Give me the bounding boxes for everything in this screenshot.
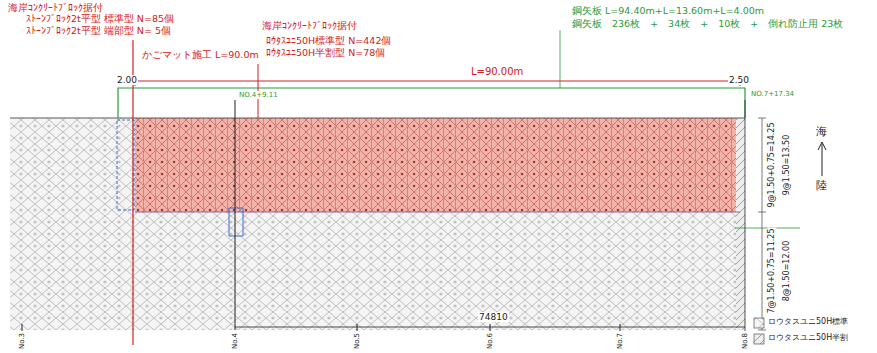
station-text: NO.7+17.34: [750, 90, 795, 98]
dimension-text: 9@1.50+0.75=14.25: [767, 121, 776, 208]
half-blocks: [736, 118, 745, 330]
dimension-text: L=90.00m: [470, 66, 524, 78]
dimension-text: 8@1.50=12.00: [782, 240, 791, 303]
legend-text: ロウタスユニ50H標準: [768, 317, 848, 326]
callout-note: かごマット施工 L=90.0m: [142, 50, 259, 61]
callout-note: ﾛｳﾀｽﾕﾆ50H半割型 N=78個: [266, 48, 385, 59]
callout-note: ｽﾄｰﾝﾌﾞﾛｯｸ2t平型 端部型 N= 5個: [26, 26, 171, 37]
dimension-line: [762, 118, 763, 330]
dimension-text: 9@1.50=13.50: [782, 134, 791, 197]
dimension-tick: [758, 330, 766, 331]
direction-label: 陸: [816, 180, 827, 193]
station-tick: [357, 324, 358, 331]
legend-text: ロウタスユニ50H半割: [768, 333, 848, 342]
station-tick: [620, 324, 621, 331]
dimension-tick: [758, 212, 766, 213]
station-tick: [22, 324, 23, 331]
legend-sample: [754, 318, 764, 328]
legend-sample: [754, 334, 764, 344]
dimension-text: 74810: [478, 312, 509, 322]
dimension-tick: [758, 118, 766, 119]
callout-title: 海岸ｺﾝｸﾘｰﾄﾌﾞﾛｯｸ据付: [8, 2, 103, 14]
dimension-text: 7@1.50+0.75=11.25: [767, 227, 776, 314]
block-field: [10, 118, 745, 330]
station-label: No.5: [353, 333, 361, 349]
arrow-head: [818, 142, 826, 150]
callout-note: 鋼矢板 L=94.40m+L=13.60m+L=4.00m: [572, 6, 764, 17]
callout-note: ﾛｳﾀｽﾕﾆ50H標準型 N=442個: [266, 36, 391, 47]
station-label: No.6: [486, 333, 494, 349]
station-text: NO.4+9.11: [238, 91, 279, 99]
station-label: No.4: [231, 333, 239, 349]
callout-title: 海岸ｺﾝｸﾘｰﾄﾌﾞﾛｯｸ据付: [262, 20, 357, 32]
sheet-pile-line: [118, 88, 745, 118]
dimension-line: [135, 81, 740, 82]
dimension-text: 2.00: [116, 75, 138, 85]
direction-arrow: [822, 144, 823, 176]
reference-line: [10, 118, 745, 119]
callout-note: ｽﾄｰﾝﾌﾞﾛｯｸ2t平型 標準型 N=85個: [26, 14, 174, 25]
station-label: No.7: [616, 333, 624, 349]
dimension-text: 2.50: [728, 75, 750, 85]
placed-blocks: [135, 118, 740, 212]
dimension-line: [235, 327, 745, 328]
station-tick: [490, 324, 491, 331]
direction-label: 海: [816, 126, 827, 139]
station-label: No.3: [18, 333, 26, 349]
callout-note: 鋼矢板 236枚 + 34枚 + 10枚 + 倒れ防止用 23枚: [572, 19, 843, 30]
basket-mat-area: [117, 120, 134, 210]
leader-line: [560, 30, 561, 88]
edge-line: [135, 212, 740, 213]
station-line: [235, 100, 236, 330]
station-line: [745, 100, 746, 331]
station-label: No.8: [741, 333, 749, 349]
leader-line: [132, 40, 133, 345]
